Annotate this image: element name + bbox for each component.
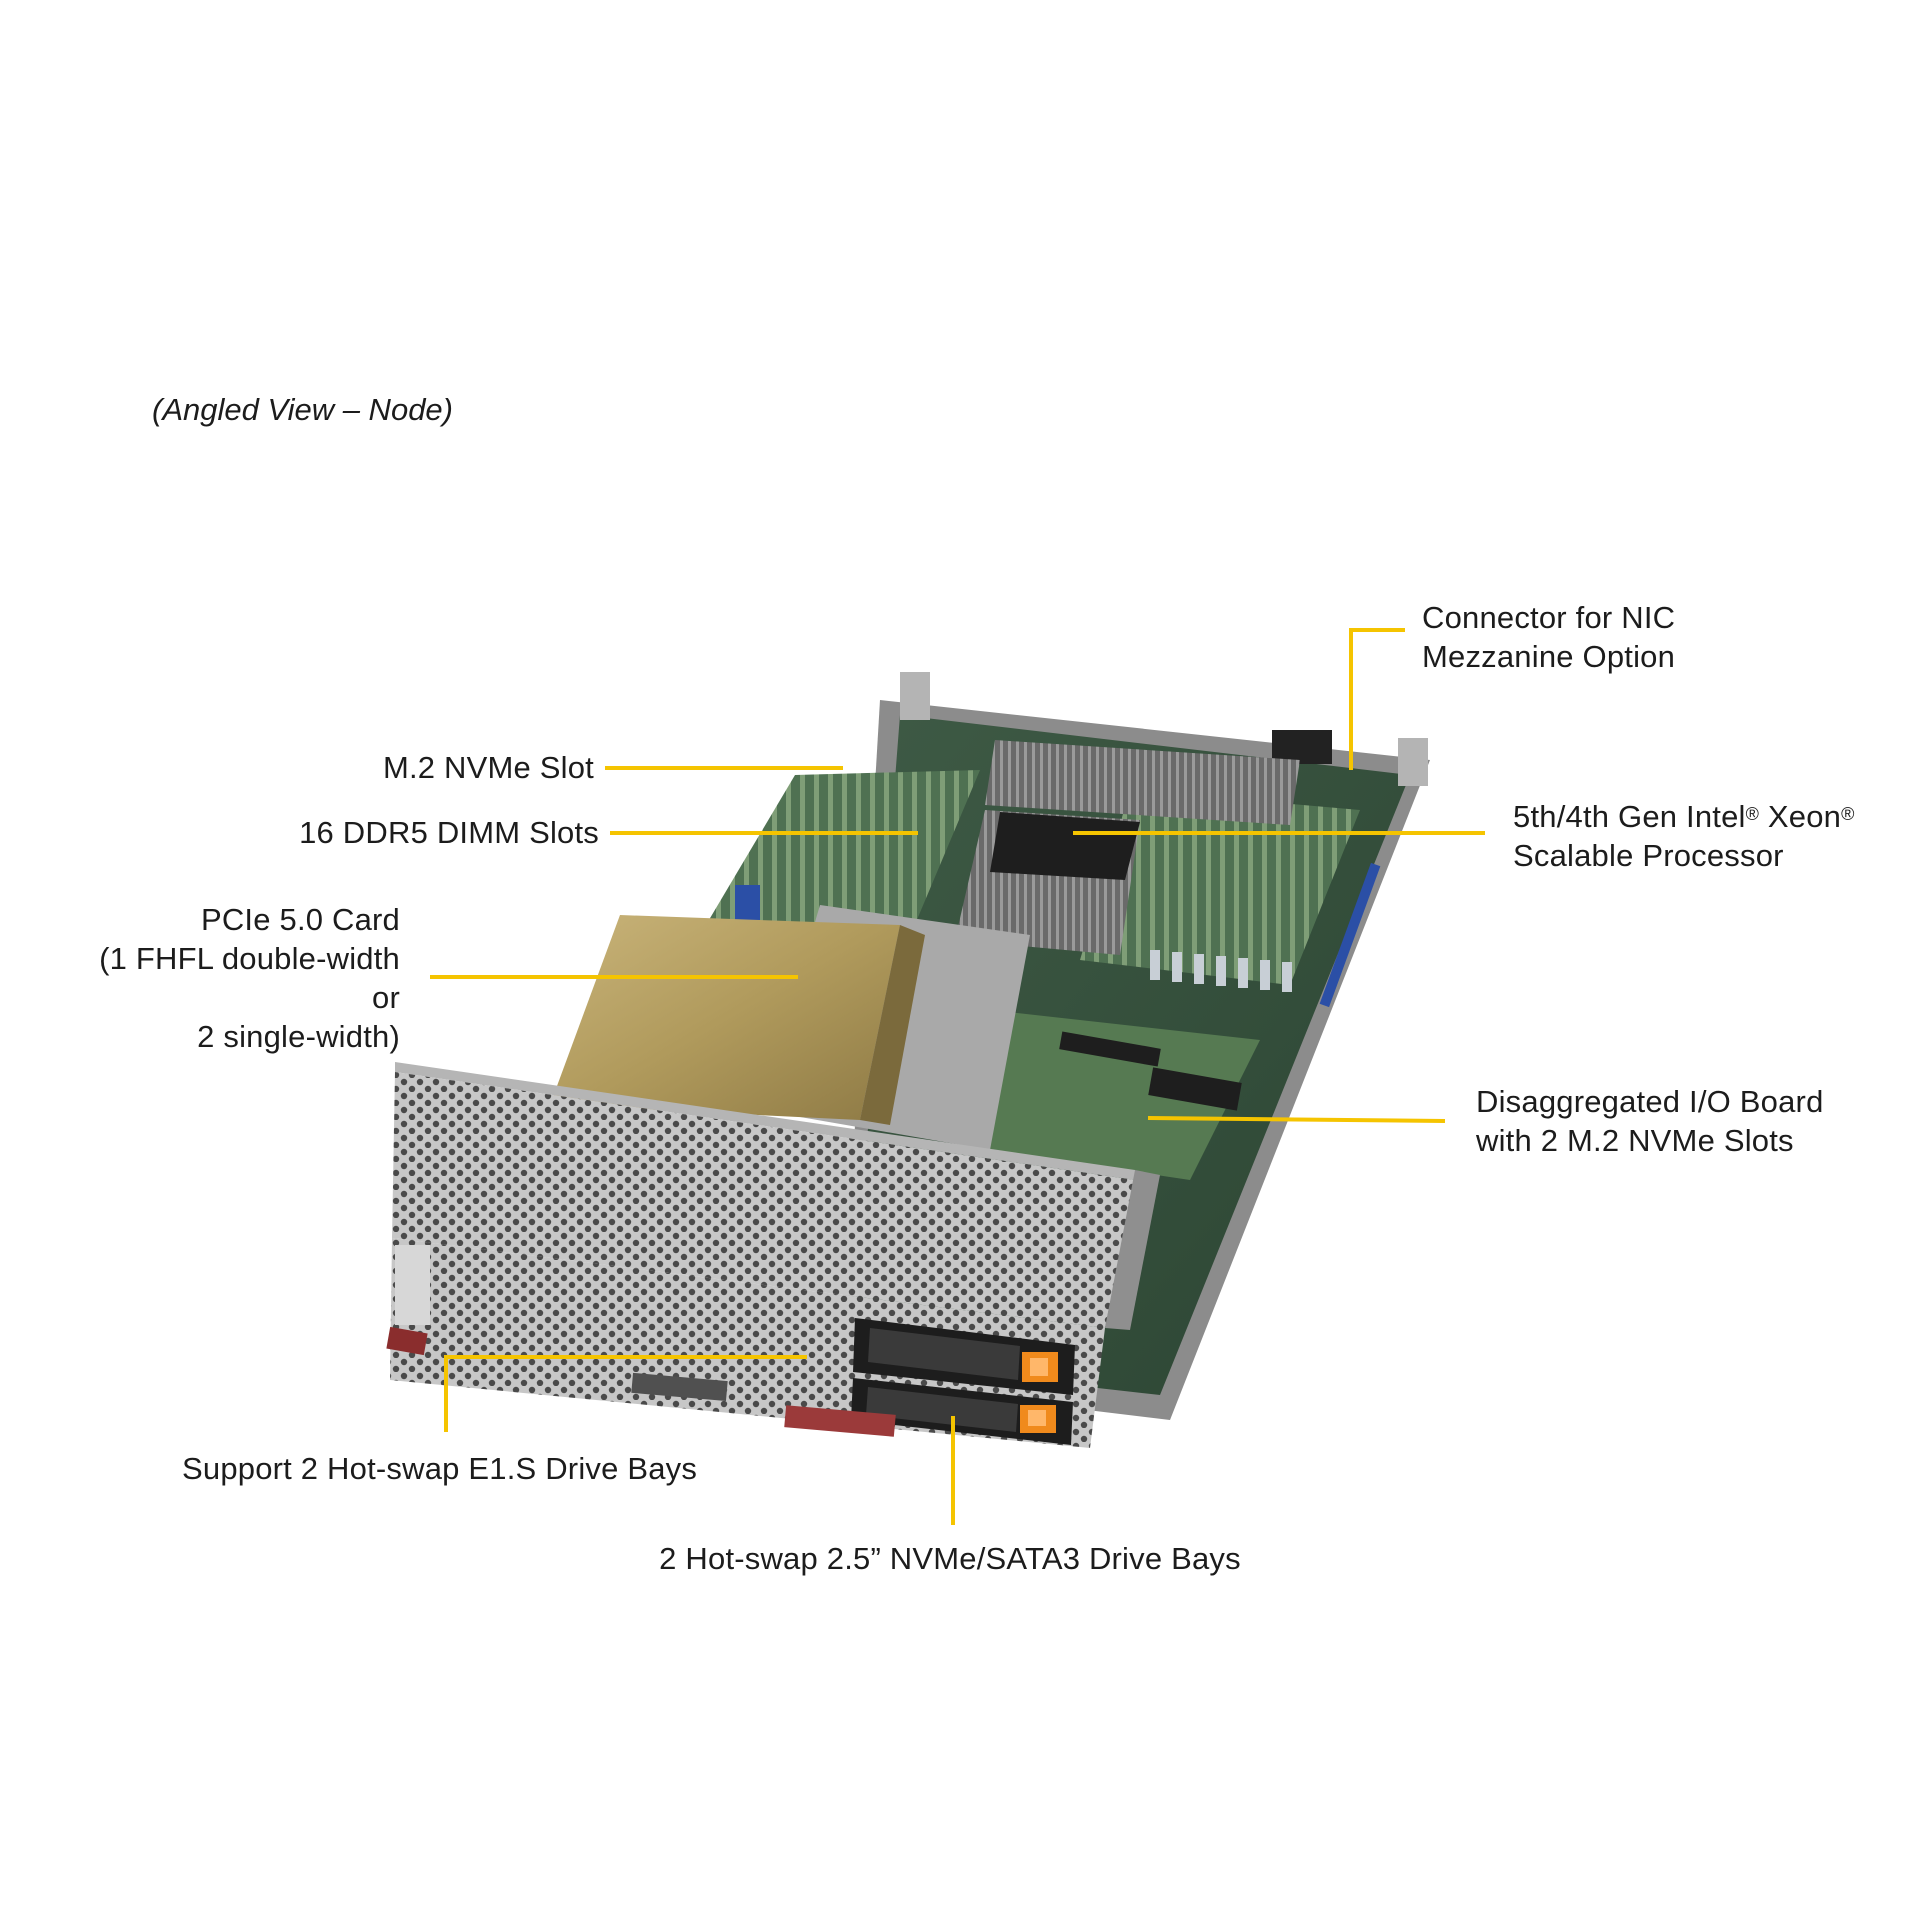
label-fragment: Xeon [1759, 799, 1842, 834]
rear-bracket-left [900, 672, 930, 720]
label-nic-connector: Connector for NIC Mezzanine Option [1422, 598, 1675, 676]
view-caption: (Angled View – Node) [152, 392, 453, 427]
blue-clip [1319, 862, 1381, 1008]
label-fragment: 5th/4th Gen Intel [1513, 799, 1746, 834]
label-line: PCIe 5.0 Card [200, 902, 400, 937]
label-line: 2 Hot-swap 2.5” NVMe/SATA3 Drive Bays [659, 1541, 1241, 1576]
label-line: or [372, 980, 400, 1015]
drive-bay-lower [851, 1378, 1073, 1445]
leader-io [1147, 1116, 1446, 1123]
label-line: Mezzanine Option [1422, 639, 1676, 674]
label-io-board: Disaggregated I/O Board with 2 M.2 NVMe … [1476, 1082, 1824, 1160]
m2-connector [1059, 1031, 1161, 1067]
label-line: Support 2 Hot-swap E1.S Drive Bays [182, 1451, 698, 1486]
leader-e1s [444, 1355, 807, 1432]
label-pcie-card: PCIe 5.0 Card (1 FHFL double-width or 2 … [60, 900, 400, 1056]
drive-bay-upper [853, 1318, 1075, 1395]
leader-nic [1349, 628, 1405, 770]
blue-clip [735, 885, 760, 923]
label-processor: 5th/4th Gen Intel® Xeon® Scalable Proces… [1513, 797, 1855, 875]
label-line: Scalable Processor [1513, 838, 1784, 873]
registered-mark: ® [1841, 804, 1855, 824]
label-line: Connector for NIC [1422, 600, 1676, 635]
label-line: Disaggregated I/O Board [1476, 1084, 1824, 1119]
capacitor-row [1150, 950, 1292, 992]
heatsink-rear [985, 740, 1300, 825]
label-line: M.2 NVMe Slot [382, 750, 594, 785]
label-line: (1 FHFL double-width [99, 941, 400, 976]
registered-mark: ® [1745, 804, 1760, 824]
dimm-bank-right [1080, 790, 1360, 985]
nic-connector [1272, 730, 1332, 764]
label-m2-slot: M.2 NVMe Slot [330, 748, 594, 787]
drive-latch-red [784, 1405, 896, 1437]
io-board [955, 1010, 1260, 1180]
front-cage-side [1105, 1170, 1160, 1330]
label-e1s-bays: Support 2 Hot-swap E1.S Drive Bays [182, 1449, 697, 1488]
dimm-bank-left [700, 770, 980, 960]
label-line: 5th/4th Gen Intel® Xeon® [1513, 797, 1855, 836]
label-line: with 2 M.2 NVMe Slots [1476, 1123, 1794, 1158]
callout-leaders [430, 628, 1485, 1525]
front-cage-top [395, 1062, 1135, 1180]
label-line: 2 single-width) [197, 1019, 400, 1054]
label-drive-bays: 2 Hot-swap 2.5” NVMe/SATA3 Drive Bays [600, 1539, 1300, 1578]
label-line: 16 DDR5 DIMM Slots [299, 815, 599, 850]
pcie-card-edge [860, 925, 925, 1125]
power-button-panel [395, 1245, 430, 1325]
front-cage-face-upper [392, 1072, 1135, 1328]
e1s-latch [386, 1326, 428, 1356]
cpu-retention-plate [990, 812, 1140, 880]
pcie-card [550, 915, 900, 1120]
label-dimm-slots: 16 DDR5 DIMM Slots [240, 813, 599, 852]
e1s-latch [631, 1372, 728, 1402]
m2-connector [1148, 1067, 1242, 1111]
rear-bracket-right [1398, 738, 1428, 786]
